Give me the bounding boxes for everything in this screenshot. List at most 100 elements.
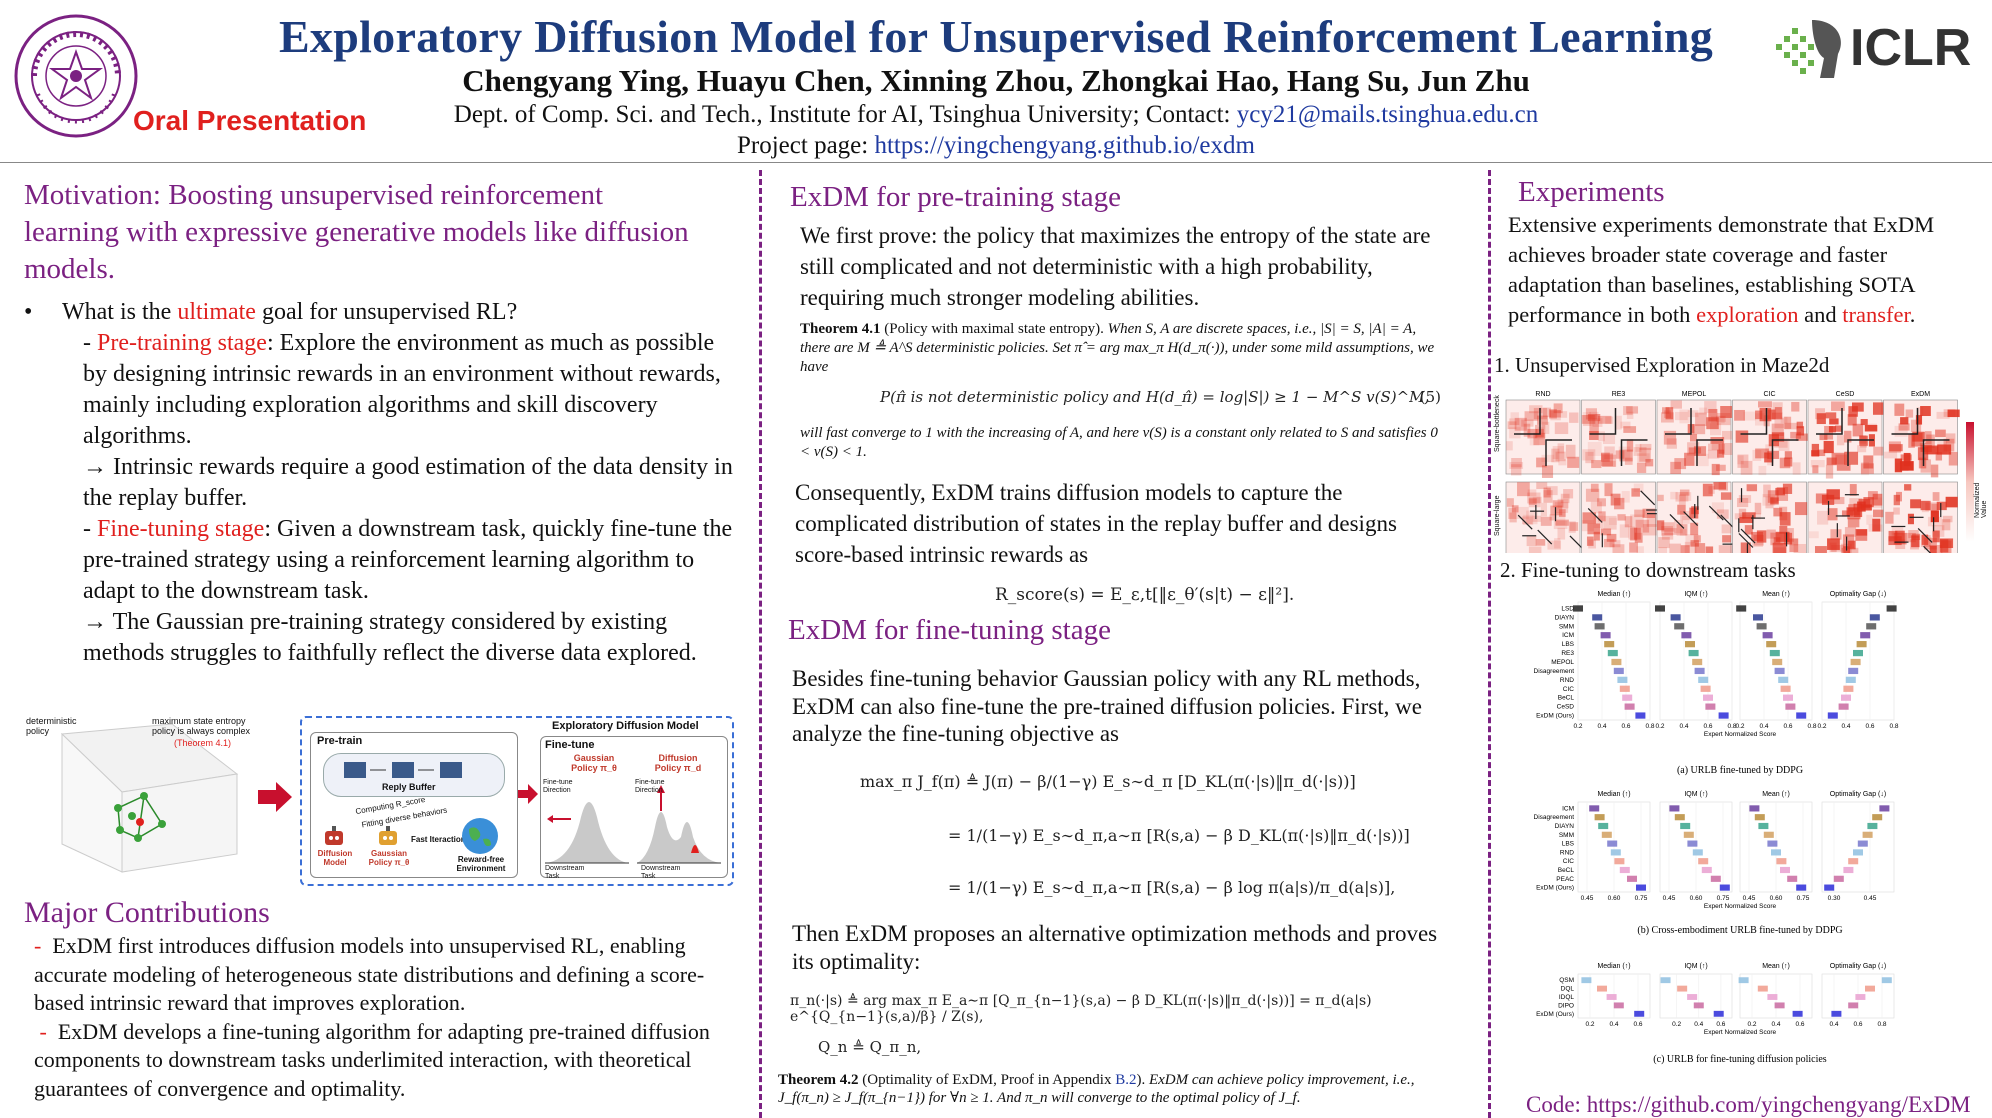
finetune-objective-eq3: = 1/(1−γ) E_s∼d_π,a∼π [R(s,a) − β log π(… xyxy=(948,878,1396,897)
x-axis-label: Expert Normalized Score xyxy=(1704,903,1777,910)
data-point xyxy=(1594,814,1605,821)
theorem-4-1-after: will fast converge to 1 with the increas… xyxy=(800,425,1438,460)
finetune-then: Then ExDM proposes an alternative optimi… xyxy=(792,921,1438,974)
data-point xyxy=(1601,831,1612,838)
tick-label: 0.4 xyxy=(1597,723,1606,730)
tick-label: 0.45 xyxy=(1663,895,1676,902)
data-point xyxy=(1762,632,1773,639)
code-link[interactable]: Code: https://github.com/yingchengyang/E… xyxy=(1526,1092,1971,1117)
data-point xyxy=(1785,703,1796,710)
data-point xyxy=(1763,831,1774,838)
tsinghua-seal-icon xyxy=(14,14,138,138)
pretrain-intro: We first prove: the policy that maximize… xyxy=(800,223,1431,310)
data-point xyxy=(1692,658,1703,666)
category-label: RND xyxy=(1560,849,1574,856)
tick-label: 0.2 xyxy=(1585,1021,1594,1028)
data-point xyxy=(1843,685,1854,692)
data-point xyxy=(1767,994,1778,1000)
tick-label: 0.4 xyxy=(1771,1021,1780,1028)
data-point xyxy=(1655,605,1665,612)
data-point xyxy=(1886,605,1897,612)
column-divider-2 xyxy=(1488,170,1491,1118)
data-point xyxy=(1881,977,1892,984)
q-update-eq: Q_n ≜ Q_π_n, xyxy=(818,1038,922,1056)
category-label: ExDM (Ours) xyxy=(1536,885,1574,892)
data-point xyxy=(1850,658,1861,666)
tick-label: 0.45 xyxy=(1864,895,1877,902)
data-point xyxy=(1680,822,1691,830)
policy-iteration-eq: π_n(·|s) ≜ arg max_π E_a∼π [Q_π_{n−1}(s,… xyxy=(790,993,1372,1025)
data-point xyxy=(1594,623,1605,630)
data-point xyxy=(1698,676,1709,683)
maze-col-label: MEPOL xyxy=(1682,391,1707,398)
contact-email-link[interactable]: ycy21@mails.tsinghua.edu.cn xyxy=(1236,101,1539,128)
data-point xyxy=(1796,712,1807,719)
data-point xyxy=(1619,866,1630,874)
finetune-objective-eq2: = 1/(1−γ) E_s∼d_π,a∼π [R(s,a) − β D_KL(π… xyxy=(948,826,1410,845)
tick-label: 0.4 xyxy=(1759,723,1768,730)
theorem-4-2: Theorem 4.2 (Optimality of ExDM, Proof i… xyxy=(778,1072,1415,1106)
category-label: BeCL xyxy=(1558,867,1575,874)
data-point xyxy=(1607,649,1618,657)
data-point xyxy=(1736,605,1747,612)
oral-presentation-badge: Oral Presentation xyxy=(133,105,367,136)
motivation-body: •What is the ultimate goal for unsupervi… xyxy=(24,297,736,669)
panel-title: Mean (↑) xyxy=(1762,591,1790,598)
tick-label: 0.75 xyxy=(1797,895,1810,902)
category-label: ICM xyxy=(1562,632,1574,639)
data-point xyxy=(1853,849,1863,856)
category-label: ExDM (Ours) xyxy=(1536,713,1574,720)
data-point xyxy=(1693,1002,1704,1009)
data-point xyxy=(1713,1010,1724,1017)
data-point xyxy=(1767,840,1778,847)
category-label: DIPO xyxy=(1558,1002,1574,1009)
data-point xyxy=(1598,822,1609,830)
tick-label: 0.6 xyxy=(1633,1021,1642,1028)
category-label: SMM xyxy=(1559,623,1574,630)
finetune-objective-eq1: max_π J_f(π) ≜ J(π) − β/(1−γ) E_s∼d_π [D… xyxy=(860,772,1356,791)
figure-caption: (c) URLB for fine-tuning diffusion polic… xyxy=(1653,1054,1827,1065)
tick-label: 0.2 xyxy=(1747,1021,1756,1028)
data-point xyxy=(1604,641,1615,648)
data-point xyxy=(1853,649,1863,657)
data-point xyxy=(1617,676,1628,683)
category-label: DIAYN xyxy=(1555,614,1575,621)
data-point xyxy=(1614,858,1625,865)
project-page-link[interactable]: https://yingchengyang.github.io/exdm xyxy=(874,132,1255,159)
data-point xyxy=(1780,685,1791,692)
colorbar xyxy=(1966,422,1974,542)
theorem-ref-label: (Theorem 4.1) xyxy=(174,738,232,748)
entropy-3d-plot: deterministic policy maximum state entro… xyxy=(22,714,257,884)
data-point xyxy=(1872,814,1883,821)
data-point xyxy=(1600,632,1611,639)
category-label: PEAC xyxy=(1556,876,1574,883)
tick-label: 0.4 xyxy=(1679,723,1688,730)
tick-label: 0.2 xyxy=(1672,1021,1681,1028)
maze-col-label: RE3 xyxy=(1612,391,1626,398)
score-reward-equation: R_score(s) = E_ε,t[‖ε_θ′(s|t) − ε‖²]. xyxy=(995,585,1295,605)
category-label: CIC xyxy=(1563,686,1575,693)
data-point xyxy=(1757,985,1768,992)
maze-heatmap xyxy=(1807,481,1886,553)
data-point xyxy=(1766,641,1777,648)
tick-label: 0.6 xyxy=(1703,723,1712,730)
data-point xyxy=(1674,623,1685,630)
red-arrow-icon xyxy=(258,782,292,817)
pretrain-title: ExDM for pre-training stage xyxy=(790,181,1121,213)
data-point xyxy=(1701,866,1712,874)
data-point xyxy=(1866,623,1877,630)
data-point xyxy=(1688,649,1699,657)
data-point xyxy=(1636,884,1646,891)
panel-title: IQM (↑) xyxy=(1684,963,1707,970)
data-point xyxy=(1860,632,1871,639)
category-label: SMM xyxy=(1559,832,1574,839)
data-point xyxy=(1718,712,1729,719)
data-point xyxy=(1685,641,1695,648)
data-point xyxy=(1780,866,1790,874)
maze-heatmap xyxy=(1883,481,1958,553)
tick-label: 0.45 xyxy=(1581,895,1594,902)
panel-title: Mean (↑) xyxy=(1762,963,1790,970)
finetune-box: Fine-tune Gaussian Policy π_θ Diffusion … xyxy=(540,736,728,880)
category-label: QSM xyxy=(1559,977,1574,984)
contributions-title: Major Contributions xyxy=(24,896,270,929)
